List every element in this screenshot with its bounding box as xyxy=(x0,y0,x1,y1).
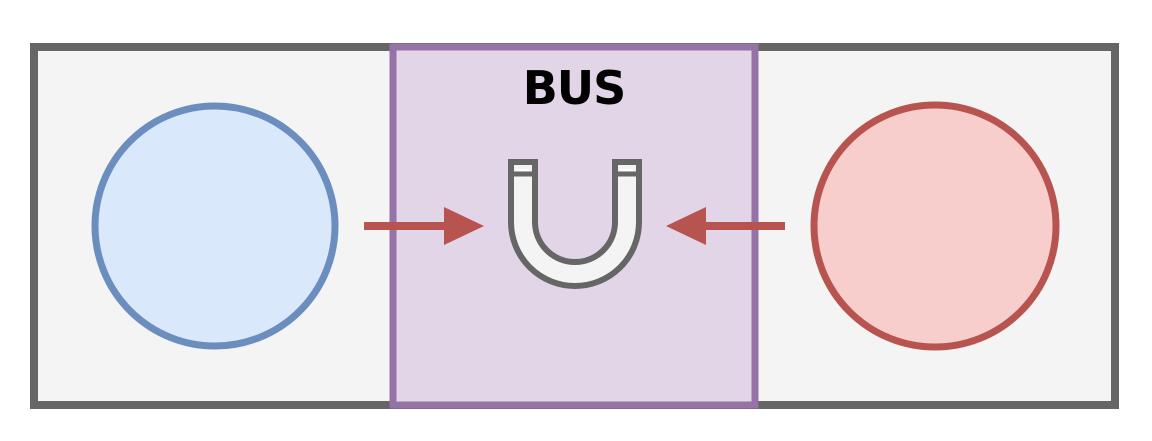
left-arrow xyxy=(364,207,484,245)
bus-label: BUS xyxy=(523,61,626,115)
right-arrow xyxy=(666,207,785,245)
right-node-circle[interactable] xyxy=(810,101,1060,351)
magnet-icon xyxy=(508,159,642,289)
left-node-circle[interactable] xyxy=(91,102,339,350)
